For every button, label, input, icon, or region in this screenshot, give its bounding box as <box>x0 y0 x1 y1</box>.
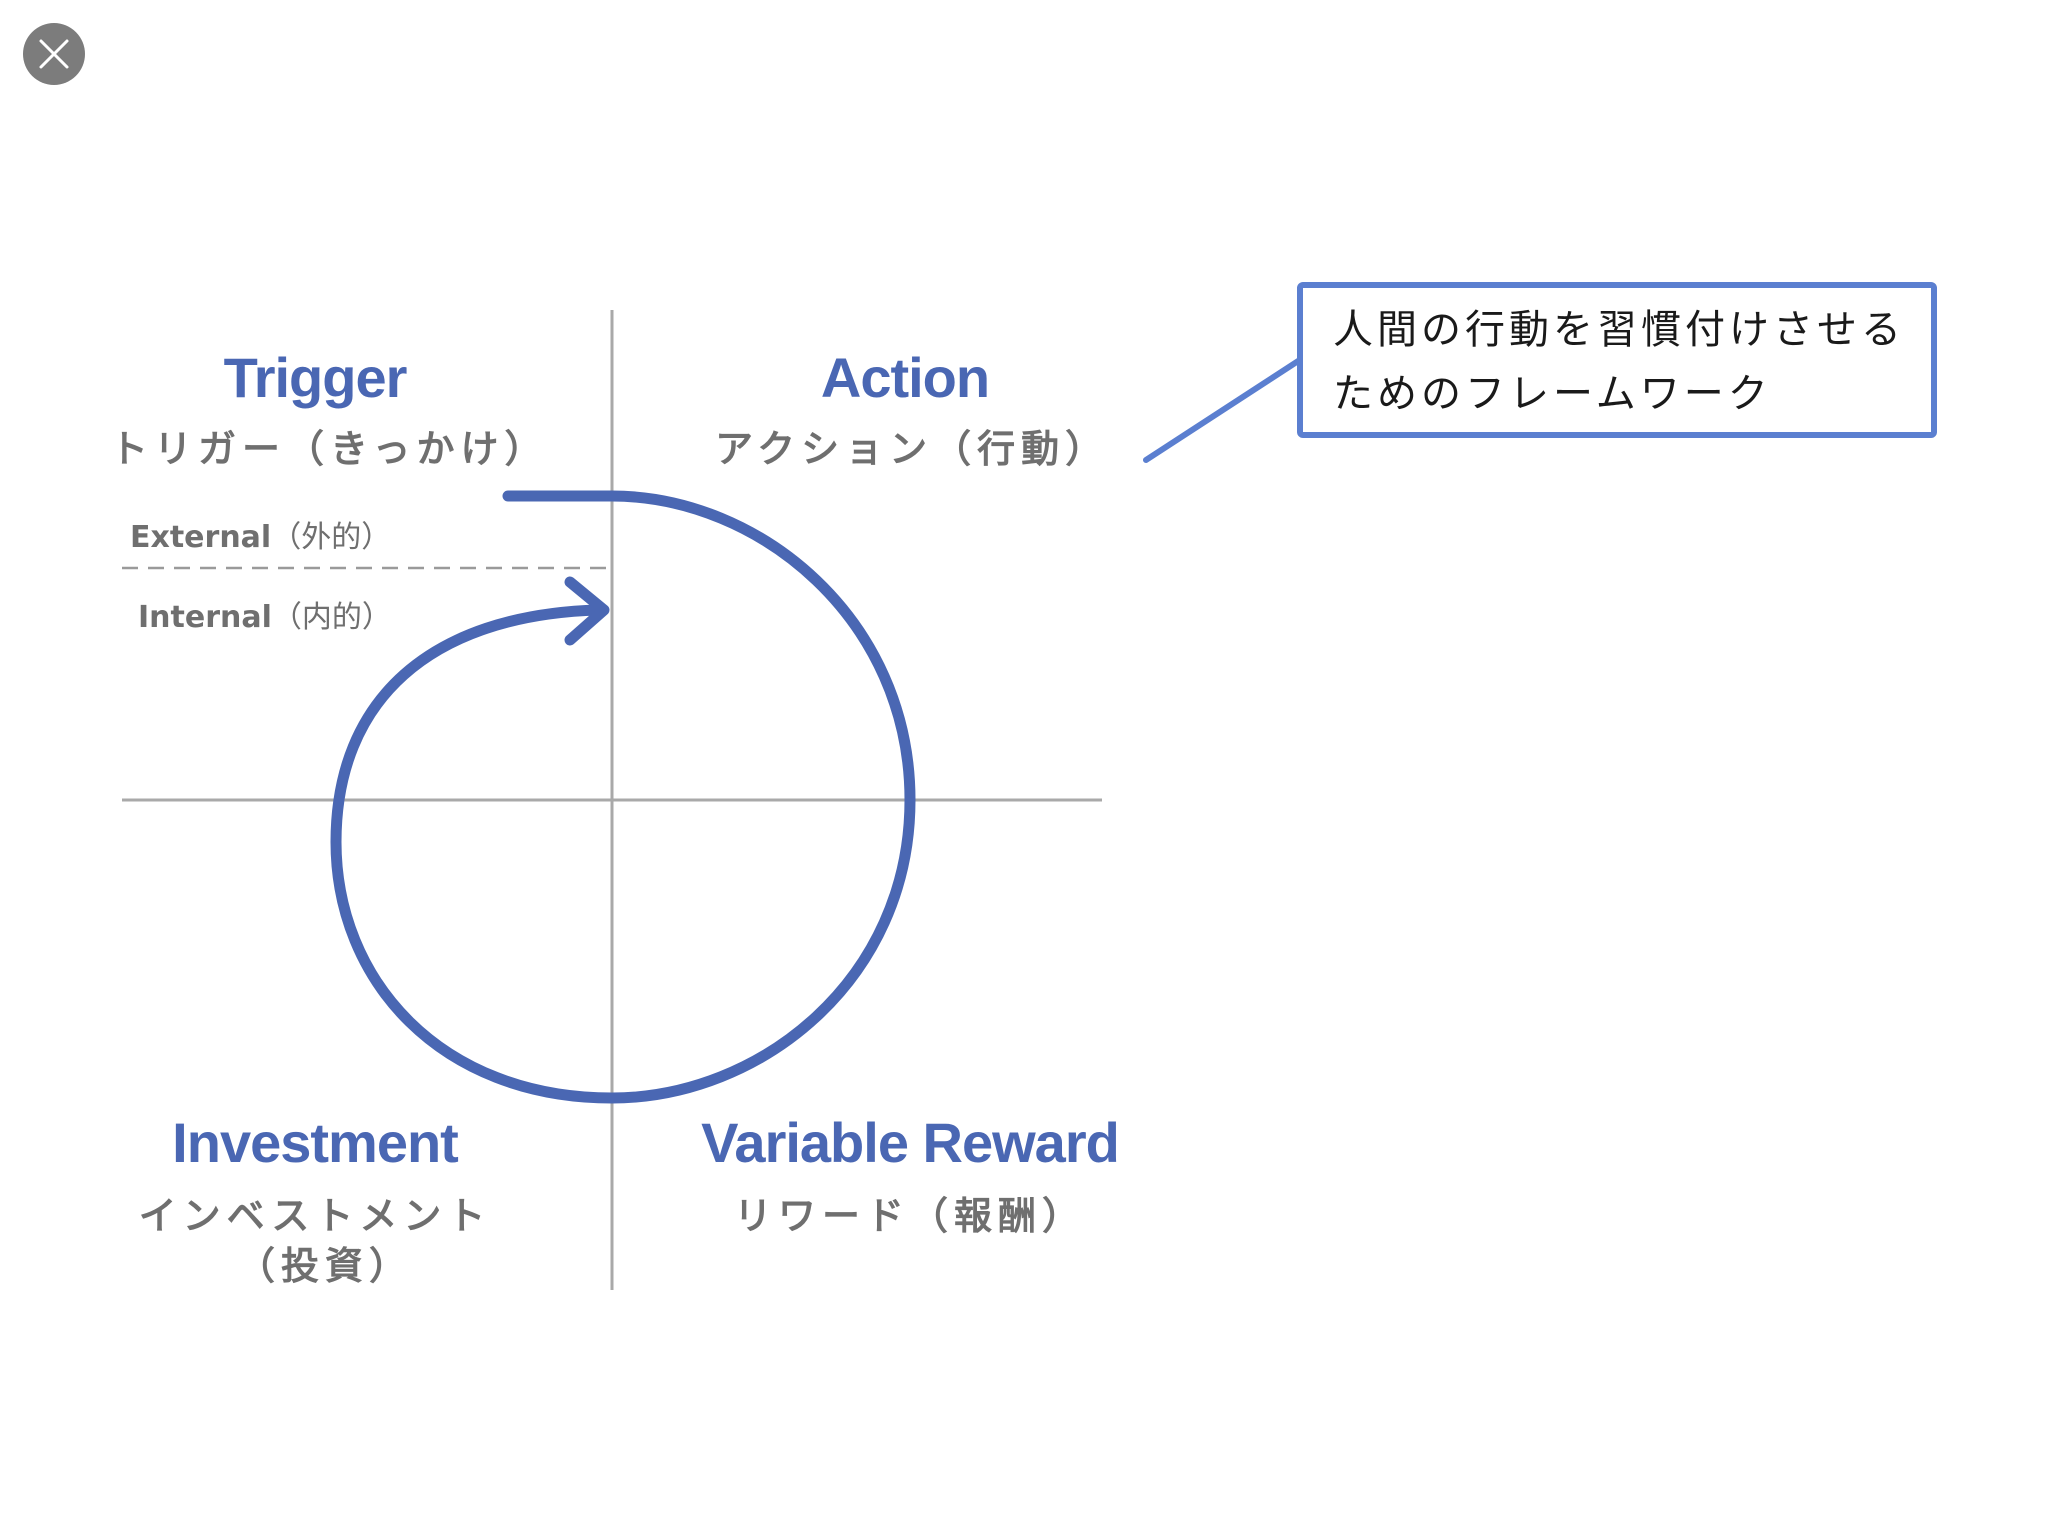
action-title: Action <box>820 346 990 409</box>
external-label-text: External <box>130 520 272 555</box>
variable-reward-subtitle: リワード（報酬） <box>733 1194 1086 1238</box>
close-icon <box>39 39 69 69</box>
trigger-subtitle: トリガー（きっかけ） <box>110 427 549 471</box>
internal-trigger-label: Internal（内的） <box>138 592 392 636</box>
callout-box <box>1297 282 1937 438</box>
internal-label-paren: （内的） <box>271 600 392 635</box>
callout-text: 人間の行動を習慣付けさせる ためのフレームワーク <box>1333 298 1933 426</box>
callout-line-1: 人間の行動を習慣付けさせる <box>1333 307 1905 353</box>
external-label-paren: （外的） <box>271 520 392 555</box>
callout-pointer <box>1143 349 1315 463</box>
external-trigger-label: External（外的） <box>130 512 391 556</box>
variable-reward-title: Variable Reward <box>701 1111 1120 1174</box>
internal-label-text: Internal <box>138 600 272 635</box>
close-button[interactable] <box>23 23 85 85</box>
cycle-arrow-head <box>564 576 610 646</box>
cycle-loop-path <box>330 490 916 1104</box>
callout-line-2: ためのフレームワーク <box>1333 371 1772 417</box>
investment-title: Investment <box>172 1111 459 1174</box>
investment-subtitle-line2: （投資） <box>236 1244 413 1288</box>
trigger-title: Trigger <box>223 346 408 409</box>
investment-subtitle-line1: インベストメント <box>138 1194 492 1238</box>
action-subtitle: アクション（行動） <box>715 427 1110 471</box>
